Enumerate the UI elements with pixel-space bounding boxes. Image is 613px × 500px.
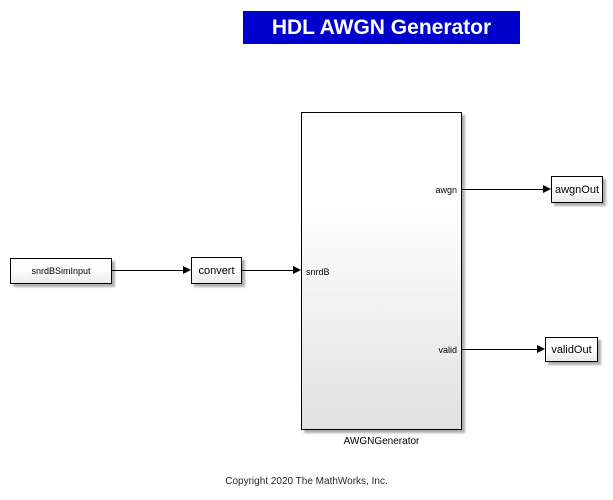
arrowhead-icon: [537, 345, 545, 353]
block-awgnout[interactable]: awgnOut: [551, 176, 603, 203]
block-face-label: validOut: [551, 343, 592, 356]
arrowhead-icon: [543, 185, 551, 193]
block-snrdbsiminput[interactable]: snrdBSimInput: [10, 258, 112, 284]
arrowhead-icon: [183, 266, 191, 274]
port-label-valid: valid: [438, 345, 457, 355]
block-face-label: awgnOut: [554, 183, 600, 196]
port-label-awgn: awgn: [435, 185, 457, 195]
title-annotation[interactable]: HDL AWGN Generator: [243, 11, 520, 44]
block-validout[interactable]: validOut: [545, 337, 598, 362]
signal-wire: [462, 349, 538, 351]
signal-line-valid-to-validout[interactable]: [462, 345, 545, 354]
signal-line-convert-to-generator[interactable]: [242, 266, 301, 275]
signal-wire: [242, 270, 294, 272]
block-awgngenerator[interactable]: snrdB awgn valid: [301, 112, 462, 430]
block-name-awgngenerator[interactable]: AWGNGenerator: [343, 436, 420, 447]
block-convert[interactable]: convert: [191, 257, 242, 284]
signal-wire: [112, 270, 184, 272]
signal-line-siminput-to-convert[interactable]: [112, 266, 191, 275]
arrowhead-icon: [293, 266, 301, 274]
signal-wire: [462, 189, 544, 191]
block-face-label: snrdBSimInput: [31, 266, 91, 276]
block-face-label: convert: [198, 264, 235, 277]
copyright-annotation: Copyright 2020 The MathWorks, Inc.: [225, 476, 388, 487]
port-label-snrdb: snrdB: [306, 267, 330, 277]
signal-line-awgn-to-awgnout[interactable]: [462, 185, 551, 194]
